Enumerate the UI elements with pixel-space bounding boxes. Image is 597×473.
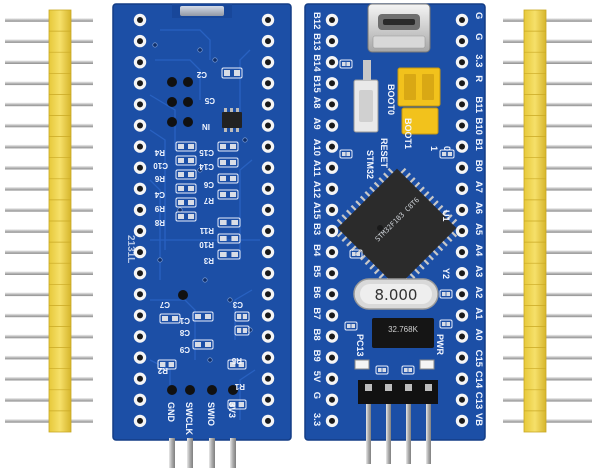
board-front-side: STM32F103 C8T6 8.000 32.768K — [304, 3, 486, 464]
label-swio: SWIO — [206, 402, 216, 426]
left-pin-label-4: A8 — [311, 96, 322, 108]
crystal-32k: 32.768K — [372, 318, 434, 348]
right-pin-label-5: B10 — [473, 118, 484, 135]
board-back-side: C2 C5 IN R4 C10 R6 C4 R9 R8 C15 C14 C6 R… — [112, 3, 292, 468]
label-c7: C7 — [159, 300, 170, 309]
label-r6: R6 — [154, 174, 165, 183]
label-pc13: PC13 — [355, 334, 365, 357]
right-pin-label-8: A7 — [473, 181, 484, 193]
left-pin-label-11: B4 — [311, 244, 322, 257]
right-pin-label-12: A3 — [473, 265, 484, 277]
left-pin-label-7: A11 — [311, 160, 322, 178]
reset-button — [353, 60, 379, 133]
left-pin-label-12: B5 — [311, 265, 322, 278]
label-y2: Y2 — [441, 268, 451, 279]
label-c4: C4 — [154, 190, 165, 199]
label-c10: C10 — [153, 161, 168, 170]
left-pin-label-5: A9 — [311, 118, 322, 130]
swd-header-front — [358, 380, 438, 464]
right-pin-label-18: C13 — [473, 392, 484, 409]
label-j1: 1 — [429, 146, 439, 151]
left-pin-label-19: 3.3 — [311, 413, 322, 426]
right-pin-label-15: A0 — [473, 329, 484, 341]
label-stm32: STM32 — [365, 150, 375, 179]
label-in: IN — [202, 122, 210, 131]
label-r8: R8 — [154, 218, 165, 227]
label-boot0: BOOT0 — [386, 84, 396, 115]
right-pin-label-14: A1 — [473, 307, 484, 320]
right-pin-label-2: 3.3 — [473, 54, 484, 67]
right-pin-label-11: A4 — [473, 244, 484, 257]
crystal-8mhz: 8.000 — [353, 278, 439, 310]
label-u1: U1 — [441, 210, 451, 222]
label-r3: R3 — [203, 256, 214, 265]
right-pin-label-10: A5 — [473, 223, 484, 236]
label-3v3: 3V3 — [227, 402, 237, 418]
label-c1: C1 — [179, 316, 190, 325]
label-pwr: PWR — [435, 334, 445, 355]
label-boot1: BOOT1 — [403, 118, 413, 149]
left-pin-label-16: B9 — [311, 350, 322, 362]
left-pin-header — [5, 9, 93, 433]
label-r11: R11 — [199, 226, 214, 235]
micro-usb-connector — [367, 3, 431, 53]
left-pin-label-9: A15 — [311, 202, 322, 220]
label-c5: C5 — [204, 96, 215, 105]
left-pin-label-8: A12 — [311, 181, 322, 198]
right-pin-label-7: B0 — [473, 160, 484, 172]
label-swclk: SWCLK — [184, 402, 194, 435]
label-r1: R1 — [234, 382, 245, 391]
right-pin-label-16: C15 — [473, 350, 484, 368]
label-j0: 0 — [442, 146, 452, 151]
left-pin-label-3: B15 — [311, 75, 322, 93]
leds — [354, 359, 435, 370]
label-c2: C2 — [196, 70, 207, 79]
right-pin-label-9: A6 — [473, 202, 484, 214]
right-pin-label-19: VB — [473, 413, 484, 426]
label-c15: C15 — [199, 148, 214, 157]
right-pin-label-0: G — [473, 12, 484, 19]
left-pin-label-10: B3 — [311, 223, 322, 235]
right-pin-header — [503, 9, 592, 433]
right-pin-label-4: B11 — [473, 96, 484, 114]
label-c14: C14 — [199, 162, 214, 171]
crystal-frequency: 8.000 — [375, 286, 418, 304]
rtc-crystal-label: 32.768K — [388, 325, 418, 334]
left-pin-label-1: B13 — [311, 33, 322, 50]
label-r2: R2 — [157, 366, 168, 375]
left-pin-label-15: B8 — [311, 329, 322, 341]
boot-jumpers — [397, 67, 441, 135]
label-r4: R4 — [154, 148, 165, 157]
left-pin-label-17: 5V — [311, 371, 322, 383]
label-gnd: GND — [166, 402, 176, 423]
left-pin-label-6: A10 — [311, 139, 322, 156]
left-pin-label-2: B14 — [311, 54, 322, 72]
label-r9: R9 — [154, 204, 165, 213]
right-pin-label-13: A2 — [473, 286, 484, 298]
right-pin-label-1: G — [473, 33, 484, 40]
label-c9: C9 — [179, 345, 190, 354]
left-pin-label-14: B7 — [311, 307, 322, 319]
left-pin-label-18: G — [311, 392, 322, 399]
left-pin-label-0: B12 — [311, 12, 322, 29]
left-pin-label-13: B6 — [311, 286, 322, 298]
right-pin-label-3: R — [473, 75, 484, 82]
right-pin-label-6: B1 — [473, 139, 484, 152]
stm32-chip: STM32F103 C8T6 — [336, 167, 458, 289]
label-c8: C8 — [179, 328, 190, 337]
right-pin-label-17: C14 — [473, 371, 484, 389]
label-c3: C3 — [232, 300, 243, 309]
label-c6: C6 — [203, 180, 214, 189]
label-reset: RESET — [379, 138, 389, 169]
label-date-code: 2131L — [125, 235, 136, 263]
label-r10: R10 — [199, 240, 214, 249]
label-r5: R5 — [231, 356, 242, 365]
label-r7: R7 — [203, 196, 214, 205]
